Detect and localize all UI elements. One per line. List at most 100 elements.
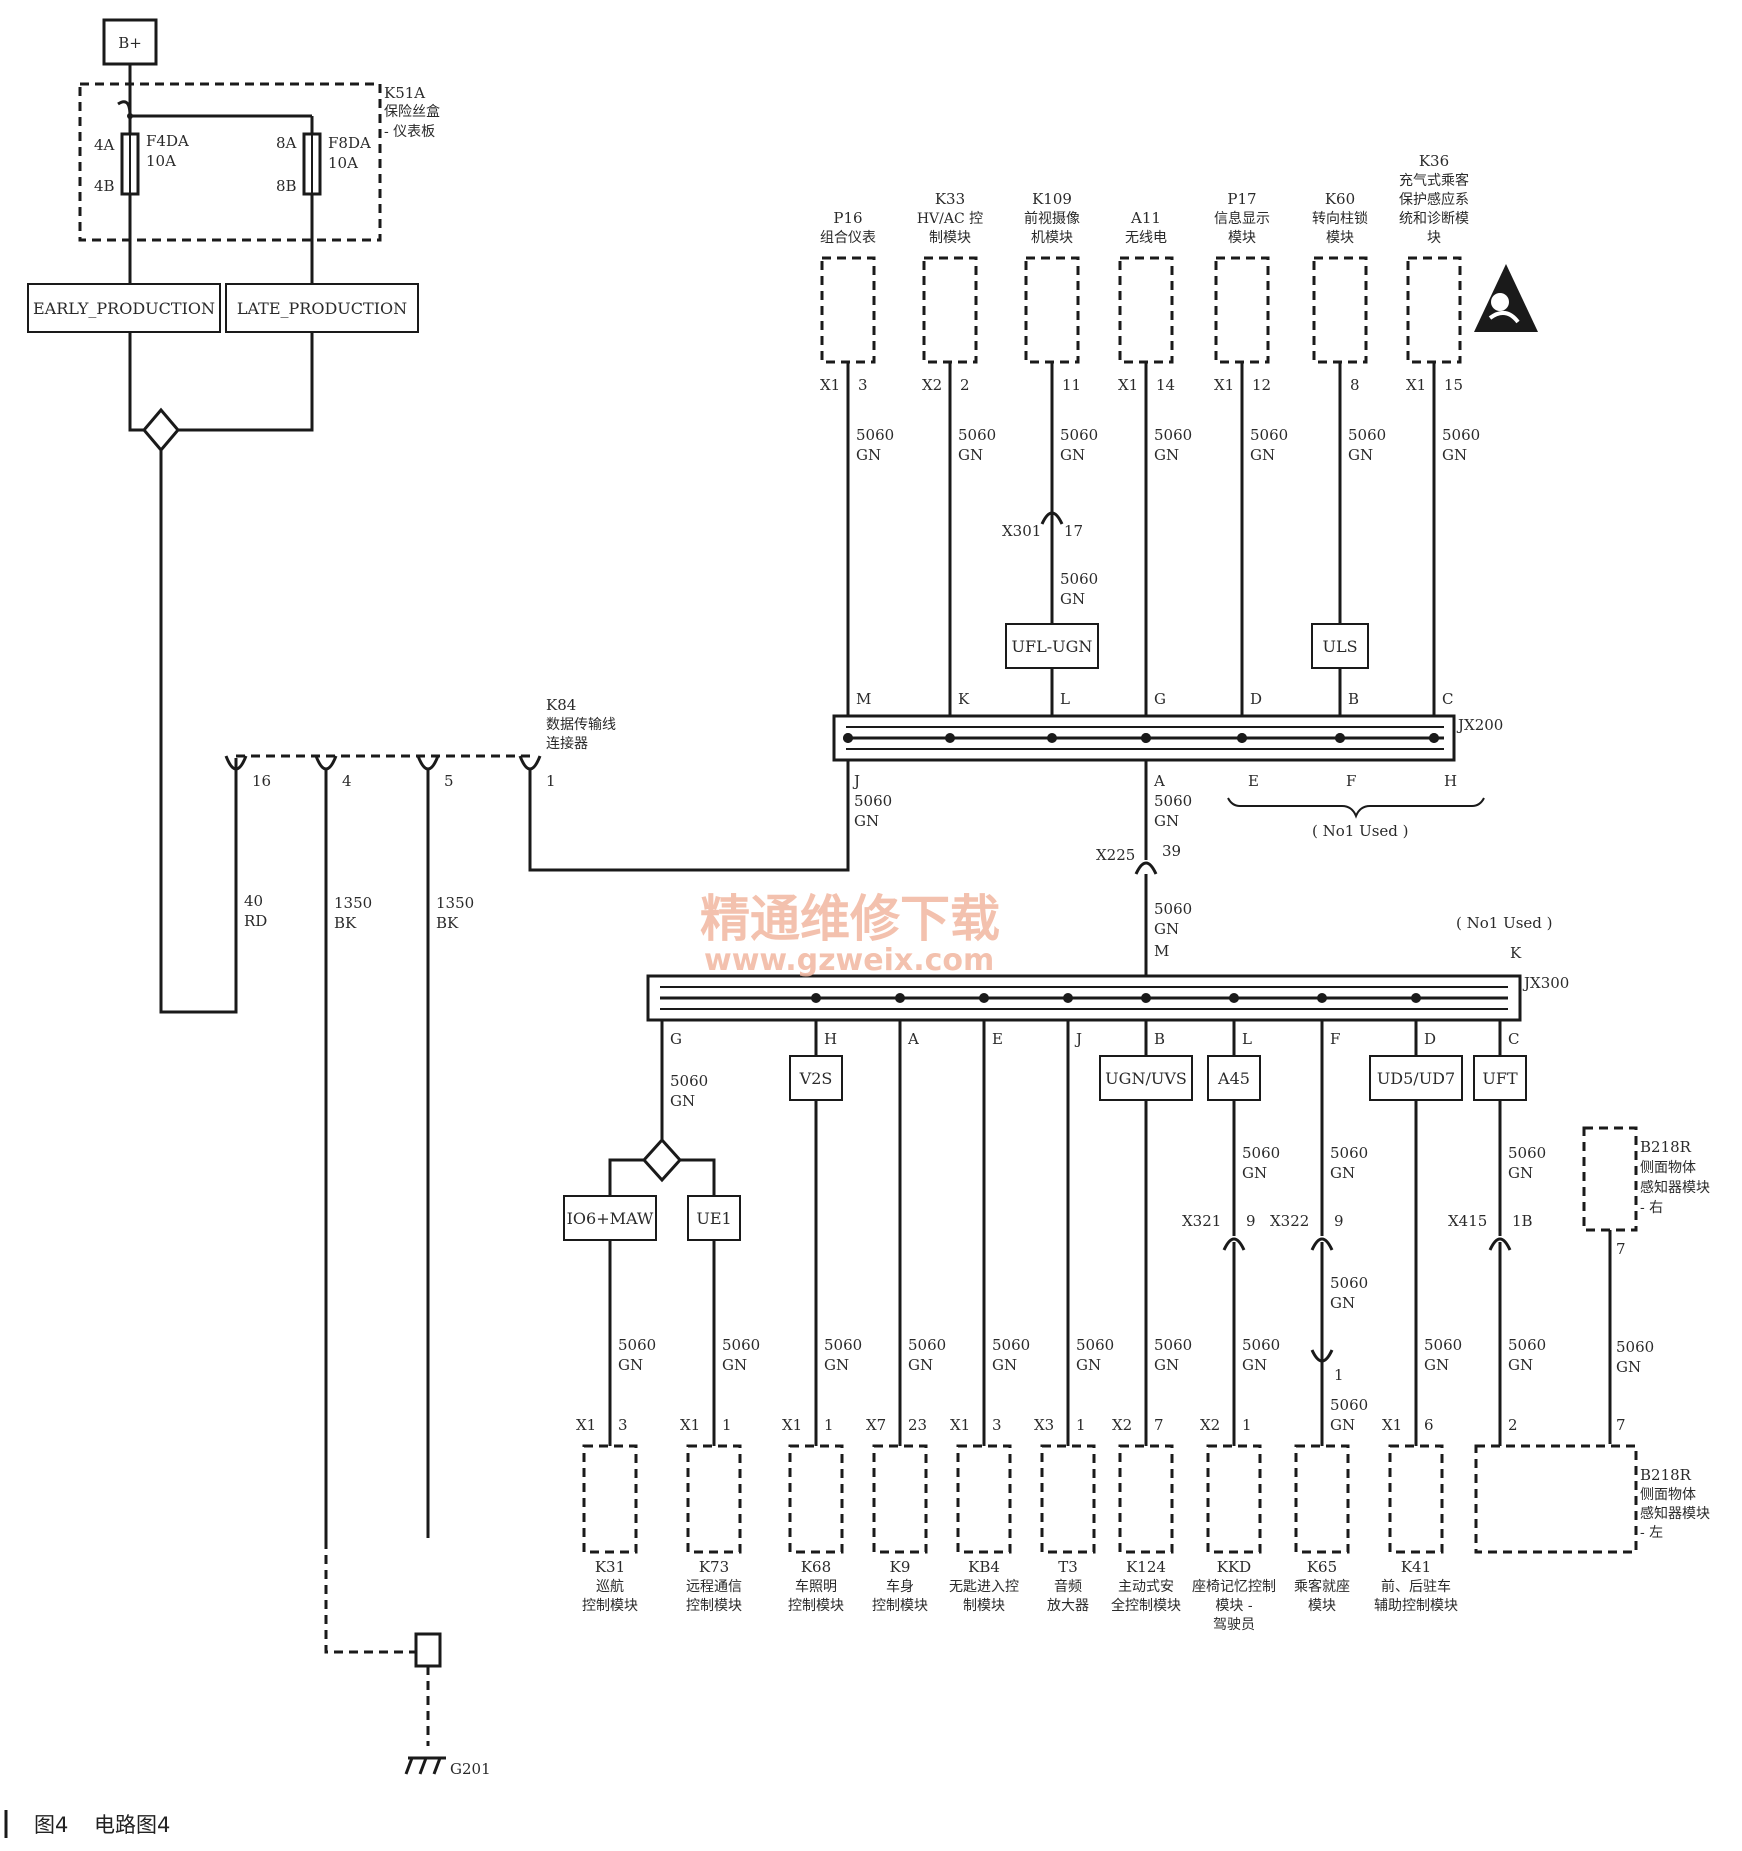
top-module-name: 信息显示: [1214, 210, 1270, 227]
wire-color: GN: [1442, 446, 1467, 464]
option-box: [563, 1195, 657, 1241]
module-outline: [1118, 1444, 1174, 1554]
bottom-module-name: 感知器模块: [1640, 1505, 1710, 1522]
module-pin: 3: [618, 1416, 628, 1434]
wire-circuit: 5060: [1424, 1336, 1462, 1354]
b218r-right-name-3: - 右: [1640, 1200, 1663, 1216]
module-pin: 1: [824, 1416, 834, 1434]
ground-label: G201: [450, 1760, 491, 1778]
module-outline: [1040, 1444, 1096, 1554]
wire-circuit: 5060: [1330, 1396, 1368, 1414]
bottom-module-name: 侧面物体: [1640, 1487, 1696, 1503]
module-outline: [1388, 1444, 1444, 1554]
wire-circuit: 5060: [1508, 1144, 1546, 1162]
jx300-pin-m: M: [1154, 942, 1169, 960]
top-module-name: P16: [833, 209, 862, 227]
watermark-title: 精通维修下载: [700, 890, 1000, 948]
module-pin: 1: [1242, 1416, 1252, 1434]
top-module-name: 转向柱锁: [1312, 211, 1368, 227]
wire-color: GN: [1330, 1164, 1355, 1182]
wire-color: GN: [1250, 446, 1275, 464]
x225-pin: 39: [1162, 842, 1181, 860]
wire-circuit: 5060: [908, 1336, 946, 1354]
top-module-name: K109: [1032, 190, 1072, 208]
module-outline: [1024, 256, 1080, 364]
module-pin: 8: [1350, 376, 1360, 394]
ground-terminal: [414, 1632, 442, 1668]
bottom-module-name: K73: [699, 1558, 729, 1576]
option-box: [789, 1055, 843, 1101]
airbag-warning-icon: [1474, 264, 1538, 332]
module-outline: [1206, 1444, 1262, 1554]
jx300-not-used: ( No1 Used ): [1456, 914, 1553, 932]
dlc-wire-16-color: RD: [244, 912, 267, 930]
inline-connector-id: X301: [1002, 522, 1041, 540]
bottom-module-name: K31: [595, 1558, 625, 1576]
wire-color: GN: [856, 446, 881, 464]
bottom-module-name: 远程通信: [686, 1579, 742, 1595]
module-pin: 7: [1616, 1416, 1626, 1434]
wire-color: GN: [1060, 590, 1085, 608]
module-outline: [1406, 256, 1462, 364]
jx300-pin: J: [1074, 1030, 1082, 1048]
bottom-module-name: 巡航: [596, 1579, 624, 1595]
top-module-name: HV/AC 控: [917, 211, 983, 227]
wire-circuit: 5060: [1154, 426, 1192, 444]
module-outline: [1474, 1444, 1638, 1554]
fuse-f8da-pin-out: 8B: [276, 177, 297, 195]
wire-circuit: 5060: [1076, 1336, 1114, 1354]
splice-diamond-bottom: [641, 1137, 683, 1183]
bottom-module-name: - 左: [1640, 1525, 1663, 1541]
dlc-pin-4: 4: [342, 772, 352, 790]
x225-circuit: 5060: [1154, 900, 1192, 918]
module-pin: 11: [1062, 376, 1081, 394]
module-pin: 14: [1156, 376, 1175, 394]
module-connector: X1: [820, 376, 840, 394]
module-pin: 1: [722, 1416, 732, 1434]
fuse-f8da-pin-in: 8A: [276, 134, 297, 152]
dlc-wire-4-circuit: 1350: [334, 894, 372, 912]
top-module-name: K36: [1419, 152, 1449, 170]
inline-connector-pin: 1: [1334, 1366, 1344, 1384]
wire-circuit: 5060: [670, 1072, 708, 1090]
bottom-module-name: K41: [1401, 1558, 1431, 1576]
power-label: B+: [118, 34, 142, 52]
splice-dot: [1063, 993, 1073, 1003]
module-outline: [820, 256, 876, 364]
jx200-pin: D: [1250, 690, 1262, 708]
inline-connector-id: X321: [1182, 1212, 1221, 1230]
bottom-module-name: 无匙进入控: [949, 1579, 1019, 1595]
module-outline: [1312, 256, 1368, 364]
top-module-name: 充气式乘客: [1399, 172, 1469, 189]
bottom-module-name: 控制模块: [788, 1598, 844, 1614]
late-production-box: [225, 283, 419, 333]
module-outline: [788, 1444, 844, 1554]
b218r-right-color: GN: [1616, 1358, 1641, 1376]
splice-dot: [1047, 733, 1057, 743]
wire-circuit: 5060: [1508, 1336, 1546, 1354]
option-label: UD5/UD7: [1377, 1069, 1455, 1088]
jx300-pin: G: [670, 1030, 682, 1048]
wire-color: GN: [1348, 446, 1373, 464]
wire-circuit: 5060: [824, 1336, 862, 1354]
bottom-module-name: B218R: [1640, 1466, 1692, 1484]
module-outline: [582, 1444, 638, 1554]
module-pin: 23: [908, 1416, 927, 1434]
jx200-a-color: GN: [1154, 812, 1179, 830]
top-module-name: 保护感应系: [1399, 191, 1469, 208]
option-box: [1005, 623, 1099, 669]
wire-color: GN: [1076, 1356, 1101, 1374]
module-connector: X2: [1112, 1416, 1132, 1434]
dlc-wire-16-circuit: 40: [244, 892, 263, 910]
fuse-box-id: K51A: [384, 84, 425, 102]
jx200-not-used: ( No1 Used ): [1312, 822, 1409, 840]
jx200-j-circuit: 5060: [854, 792, 892, 810]
dlc-wire-5-color: BK: [436, 914, 459, 932]
bottom-module-name: 模块 -: [1215, 1598, 1252, 1614]
